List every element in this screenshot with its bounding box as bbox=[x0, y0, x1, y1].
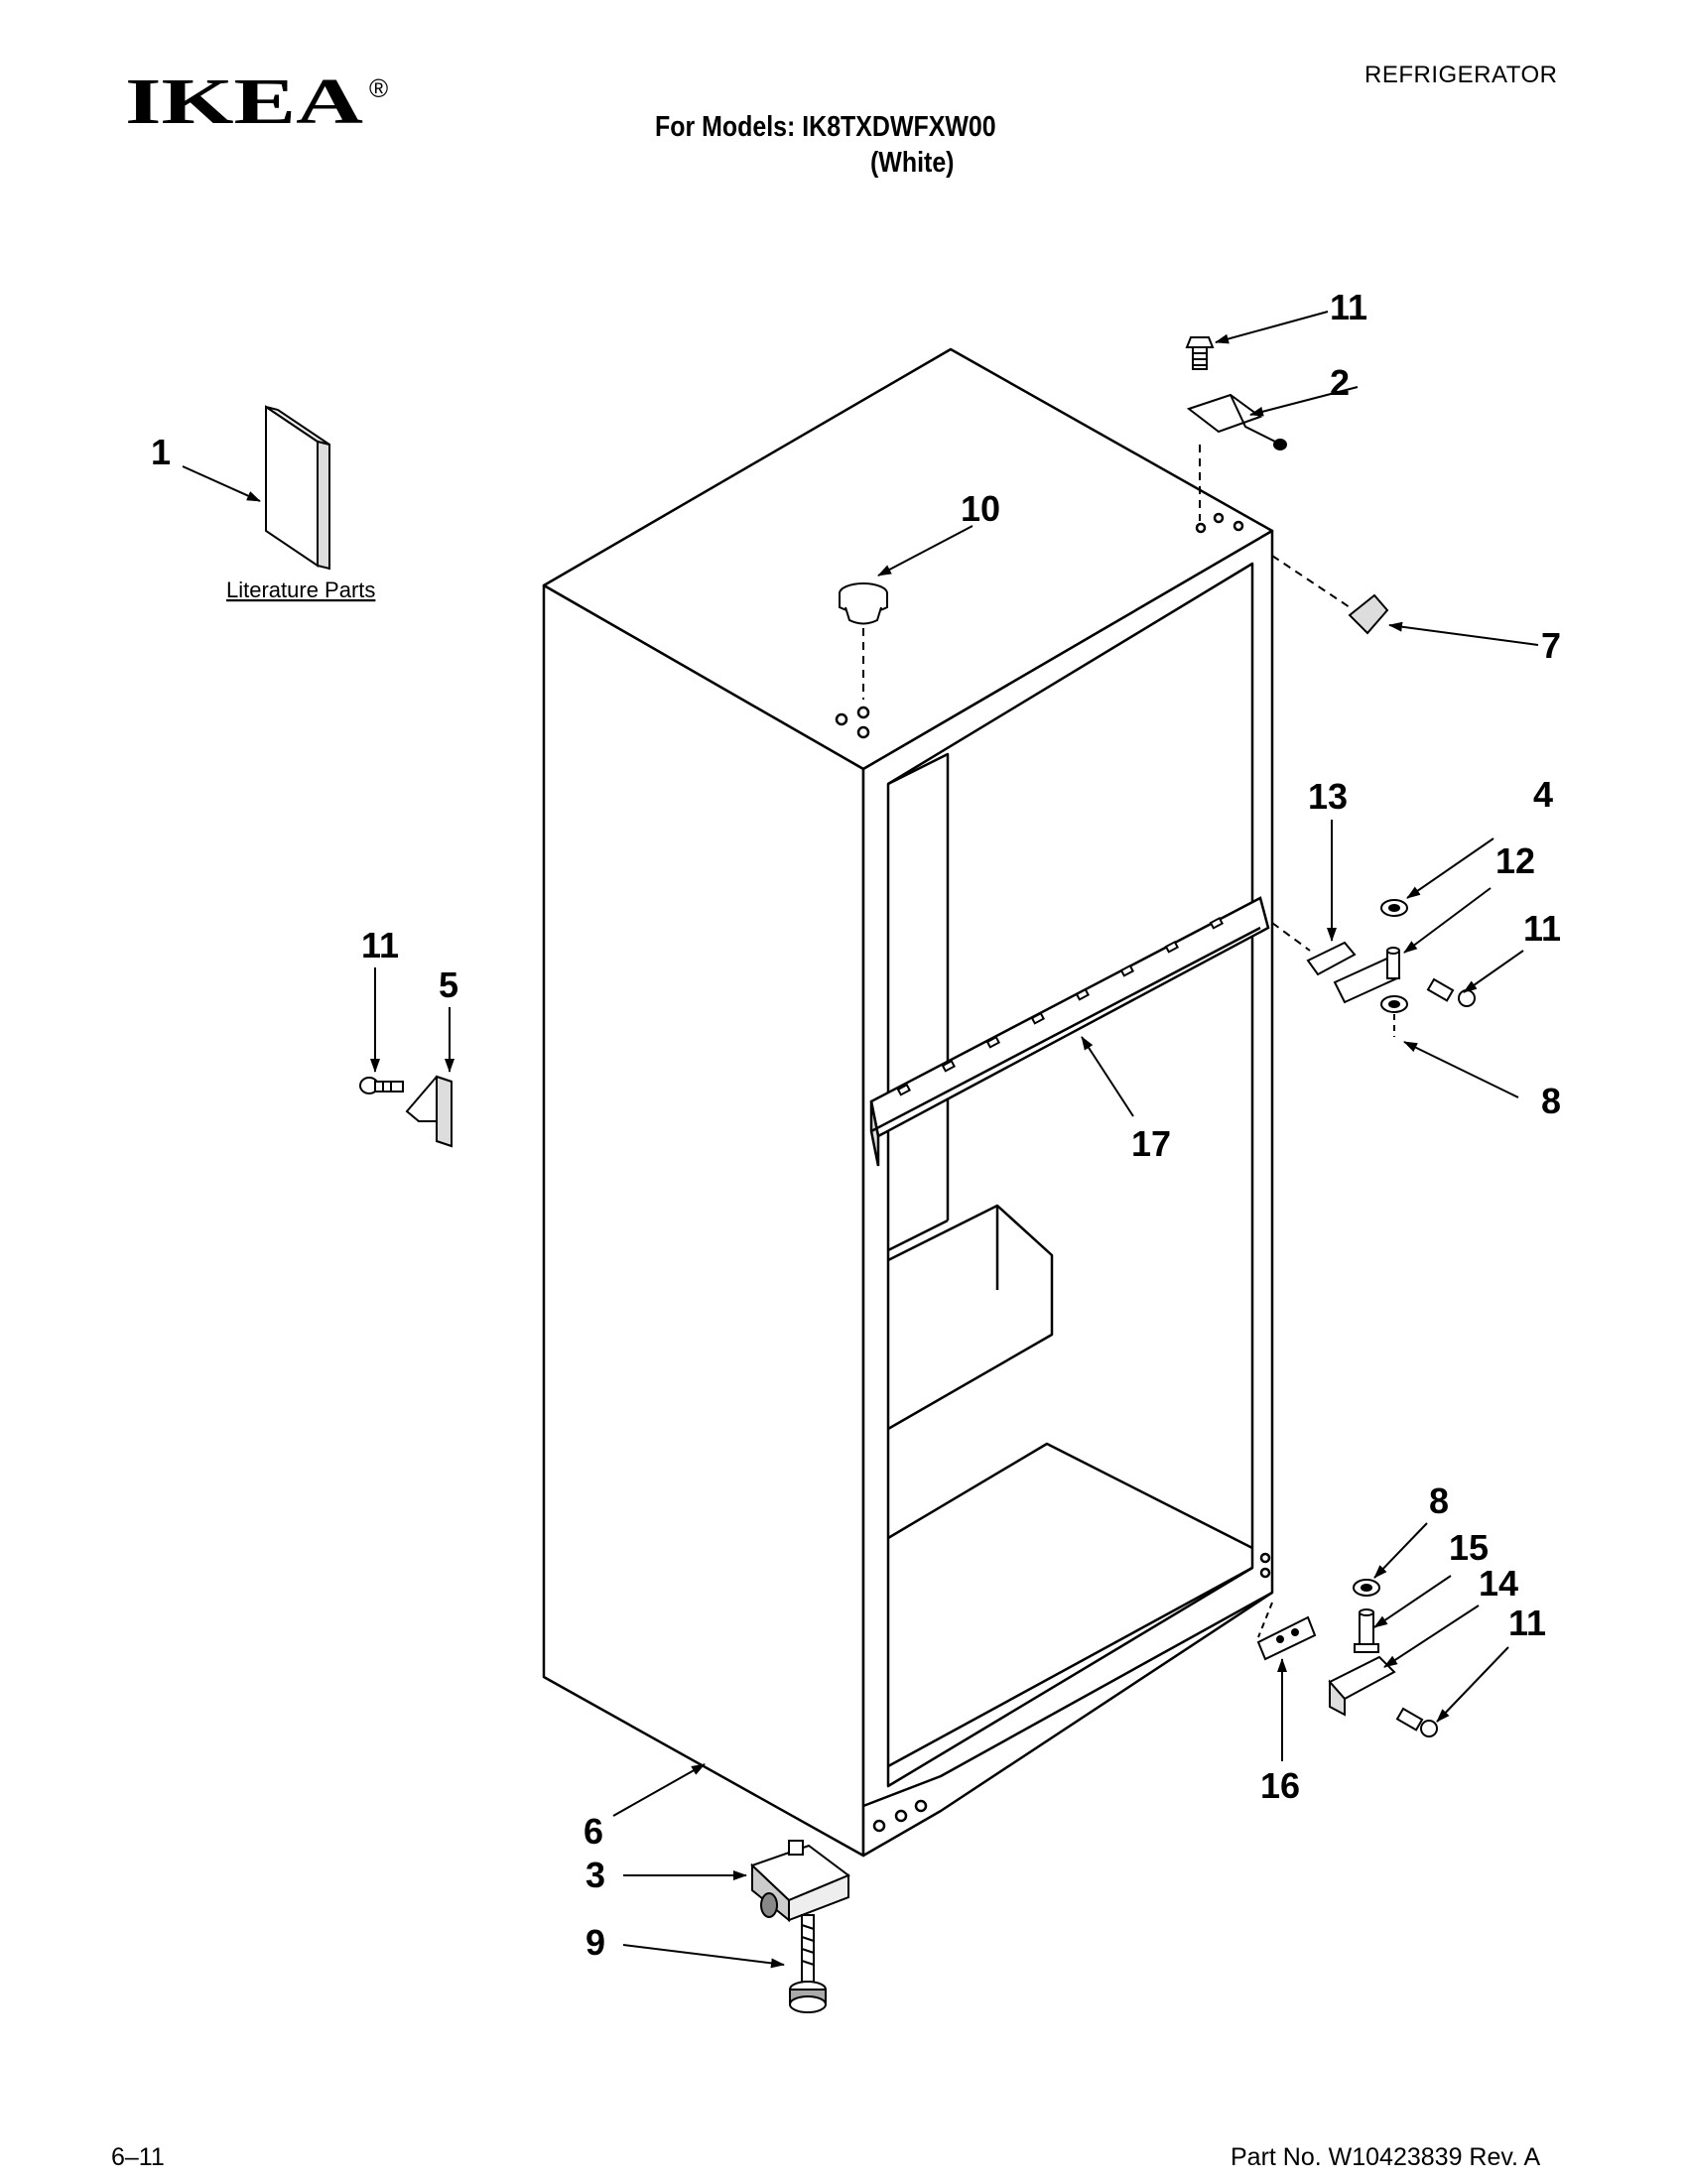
callout-labels: 1 2 3 4 5 6 7 8 8 9 10 11 11 11 11 12 13… bbox=[151, 287, 1561, 1963]
color-line: (White) bbox=[870, 147, 955, 179]
hinge-shim-icon bbox=[1256, 1615, 1317, 1661]
callout-8-center: 8 bbox=[1541, 1081, 1561, 1121]
screw-icon-top bbox=[1185, 336, 1215, 370]
washer-icon-bottom bbox=[1353, 1579, 1380, 1597]
center-hinge-icon bbox=[1306, 941, 1401, 1004]
models-line: For Models: IK8TXDWFXW00 bbox=[655, 111, 996, 143]
footer-part-number: Part No. W10423839 Rev. A bbox=[1231, 2143, 1541, 2171]
callout-15: 15 bbox=[1449, 1527, 1489, 1568]
callout-12: 12 bbox=[1495, 840, 1535, 881]
callout-6: 6 bbox=[584, 1811, 603, 1852]
callout-13: 13 bbox=[1308, 776, 1348, 817]
roller-icon bbox=[750, 1840, 850, 1923]
door-stop-icon bbox=[405, 1075, 453, 1148]
leader-lines bbox=[182, 311, 1539, 1969]
divider-rail-icon bbox=[869, 896, 1270, 1167]
callout-11-left: 11 bbox=[361, 925, 399, 965]
callout-7: 7 bbox=[1541, 625, 1561, 666]
leveling-foot-icon bbox=[789, 1914, 827, 2013]
callout-5: 5 bbox=[439, 964, 458, 1005]
document-category: REFRIGERATOR bbox=[1364, 62, 1558, 88]
ikea-logo: IKEA ® bbox=[125, 65, 388, 138]
screw-icon-bottom bbox=[1395, 1707, 1438, 1737]
callout-11-center: 11 bbox=[1523, 908, 1561, 949]
washer-icon-center bbox=[1380, 995, 1408, 1013]
hinge-cover-icon bbox=[1348, 593, 1389, 635]
callout-10: 10 bbox=[961, 488, 1000, 529]
callout-17: 17 bbox=[1131, 1123, 1171, 1164]
top-hinge-icon bbox=[1186, 393, 1287, 450]
registered-mark: ® bbox=[369, 73, 388, 103]
callout-4: 4 bbox=[1533, 774, 1553, 815]
ikea-logo-text: IKEA bbox=[125, 65, 363, 138]
screw-icon-center bbox=[1426, 977, 1476, 1007]
callout-11-top: 11 bbox=[1330, 287, 1367, 327]
screw-icon-left bbox=[359, 1077, 404, 1094]
literature-parts-icon bbox=[265, 405, 330, 571]
callout-2: 2 bbox=[1330, 362, 1350, 403]
callout-8-bottom: 8 bbox=[1429, 1480, 1449, 1521]
callout-9: 9 bbox=[585, 1922, 605, 1963]
callout-11-bottom: 11 bbox=[1508, 1603, 1546, 1643]
literature-parts-label: Literature Parts bbox=[226, 578, 375, 602]
callout-3: 3 bbox=[585, 1855, 605, 1895]
callout-16: 16 bbox=[1260, 1765, 1300, 1806]
footer-date: 6–11 bbox=[111, 2143, 165, 2171]
washer-icon-top bbox=[1380, 899, 1408, 917]
callout-14: 14 bbox=[1479, 1563, 1518, 1604]
callout-1: 1 bbox=[151, 432, 171, 472]
hinge-pin-icon bbox=[1354, 1608, 1379, 1653]
bottom-hinge-icon bbox=[1328, 1655, 1396, 1717]
plug-button-icon bbox=[839, 582, 888, 625]
